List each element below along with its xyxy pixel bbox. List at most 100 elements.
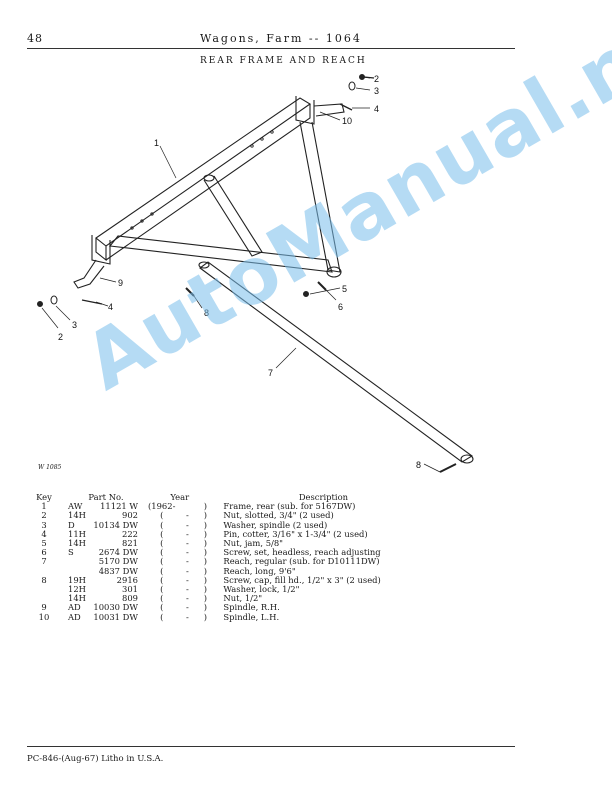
cell-close: ) (203, 519, 208, 530)
cell-number: 10031 DW (93, 611, 138, 622)
cell-key: 2 (41, 510, 47, 521)
callout-8b: 8 (416, 460, 421, 470)
cell-close: ) (203, 584, 208, 595)
cell-prefix: AD (68, 611, 81, 622)
cell-number: 902 (122, 510, 138, 521)
cell-year: - (186, 528, 189, 539)
cell-year: - (186, 519, 189, 530)
cell-open: ( (160, 556, 164, 567)
cell-key: 7 (41, 556, 47, 567)
cell-open: ( (160, 584, 164, 595)
callout-7: 7 (268, 368, 273, 378)
cell-close: ) (203, 602, 208, 613)
cell-number: 2916 (116, 574, 138, 585)
washer-left (50, 295, 58, 305)
cell-year: - (186, 611, 189, 622)
header-rule (27, 48, 515, 49)
callout-2: 2 (374, 74, 379, 84)
callout-9: 9 (118, 278, 123, 288)
callout-5: 5 (342, 284, 347, 294)
cell-year: - (186, 593, 189, 604)
cell-prefix: 19H (68, 574, 86, 585)
callout-3b: 3 (72, 320, 77, 330)
cell-year: - (186, 584, 189, 595)
parts-diagram: 1 2 3 4 10 9 4 3 2 5 6 8 7 8 (37, 74, 474, 473)
cell-close: ) (203, 510, 208, 521)
cell-open: ( (160, 611, 164, 622)
cell-number: 2674 DW (98, 547, 138, 558)
callout-8: 8 (204, 308, 209, 318)
cell-close: ) (203, 574, 208, 585)
cell-desc: Nut, slotted, 3/4" (2 used) (223, 510, 334, 521)
cell-open: ( (160, 547, 164, 558)
cell-prefix: S (68, 547, 74, 558)
page-number: 48 (27, 32, 43, 45)
cell-prefix: 12H (68, 584, 86, 595)
cell-prefix: 14H (68, 510, 86, 521)
cell-key: 10 (38, 611, 50, 622)
callout-4: 4 (374, 104, 379, 114)
cell-close: ) (203, 556, 208, 567)
cell-key: 1 (41, 501, 47, 512)
cell-year: - (186, 510, 189, 521)
cell-close: ) (203, 547, 208, 558)
set-screw (317, 281, 327, 291)
cell-close: ) (203, 528, 208, 539)
cell-year: - (186, 565, 189, 576)
cell-number: 222 (122, 528, 138, 539)
cell-prefix: 14H (68, 593, 86, 604)
cap-screw-upper (185, 287, 195, 297)
footer-text: PC-846-(Aug-67) Litho in U.S.A. (27, 754, 164, 764)
cell-key: 9 (41, 602, 47, 613)
callout-4b: 4 (108, 302, 113, 312)
cell-key: 6 (41, 547, 47, 558)
cell-prefix: 11H (68, 528, 86, 539)
cell-desc: Screw, cap, fill hd., 1/2" x 3" (2 used) (223, 574, 381, 585)
reach-tube (199, 261, 473, 463)
cell-number: 10030 DW (93, 602, 138, 613)
spindle-right (73, 259, 105, 289)
cell-close: ) (203, 538, 208, 549)
cell-open: (1962- (148, 501, 176, 512)
frame-center-tube (203, 175, 263, 257)
header-key: Key (36, 492, 52, 502)
frame-right-bolster (295, 96, 315, 125)
cell-open: ( (160, 528, 164, 539)
nut-left (37, 301, 43, 307)
table-header-row: Key Part No. Year Description (24, 492, 423, 502)
cell-desc: Pin, cotter, 3/16" x 1-3/4" (2 used) (223, 528, 368, 539)
cell-open: ( (160, 602, 164, 613)
cell-number: 301 (122, 584, 138, 595)
cell-desc: Reach, regular (sub. for D10111DW) (223, 556, 380, 567)
cell-year: - (186, 556, 189, 567)
cell-year: - (186, 574, 189, 585)
cell-desc: Frame, rear (sub. for 5167DW) (223, 501, 356, 512)
cell-close: ) (203, 593, 208, 604)
cell-key: 8 (41, 574, 47, 585)
cell-close: ) (203, 565, 208, 576)
cell-key (24, 585, 64, 594)
cell-number: 4837 DW (98, 565, 138, 576)
cell-close: ) (203, 611, 208, 622)
cell-prefix: 14H (68, 538, 86, 549)
cell-close: ) (203, 501, 208, 512)
frame-left-bolster (91, 235, 111, 265)
cell-open: ( (160, 510, 164, 521)
callout-10: 10 (342, 116, 352, 126)
cell-desc: Reach, long, 9'6" (223, 565, 296, 576)
cell-open: ( (160, 593, 164, 604)
cell-key: 5 (41, 538, 47, 549)
cell-desc: Washer, lock, 1/2" (223, 584, 300, 595)
cell-open: ( (160, 519, 164, 530)
cell-desc: Nut, jam, 5/8" (223, 538, 284, 549)
cotter-pin-left (81, 299, 103, 305)
callout-1: 1 (154, 138, 159, 148)
